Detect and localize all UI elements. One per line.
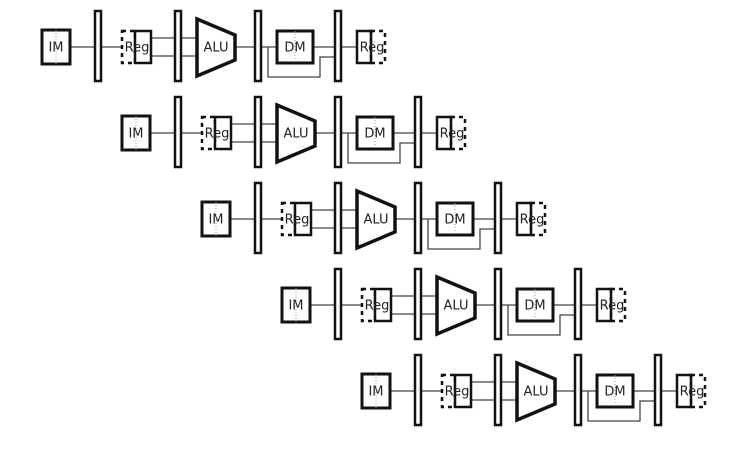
register-read-half bbox=[213, 115, 233, 151]
register-read-half bbox=[529, 201, 547, 237]
data-memory-label: DM bbox=[284, 41, 305, 56]
register-write-half bbox=[360, 287, 377, 323]
register-read-half bbox=[689, 373, 707, 409]
pipeline-register bbox=[573, 267, 583, 341]
pipeline-register bbox=[333, 181, 343, 255]
pipeline-register bbox=[413, 353, 423, 427]
pipeline-register bbox=[493, 267, 503, 341]
pipeline-register bbox=[493, 353, 503, 427]
data-memory-label: DM bbox=[524, 299, 545, 314]
register-file-label: Reg bbox=[125, 41, 150, 56]
register-file-label: Reg bbox=[600, 299, 625, 314]
alu-shape bbox=[275, 102, 317, 165]
instruction-memory-label: IM bbox=[48, 41, 63, 56]
pipeline-register bbox=[413, 95, 423, 169]
instruction-row: IM Reg ALU DM Reg bbox=[40, 9, 387, 83]
instruction-memory-label: IM bbox=[368, 385, 383, 400]
bypass-wire bbox=[347, 133, 418, 164]
data-memory-label: DM bbox=[364, 127, 385, 142]
bypass-wire bbox=[267, 47, 338, 78]
register-file-label: Reg bbox=[680, 385, 705, 400]
pipeline-register bbox=[493, 181, 503, 255]
bypass-wire bbox=[427, 219, 498, 250]
register-read-half bbox=[369, 29, 387, 65]
bypass-wire bbox=[507, 305, 578, 336]
instruction-row: IM Reg ALU DM Reg bbox=[120, 95, 467, 169]
alu-label: ALU bbox=[523, 385, 548, 400]
pipeline-register bbox=[253, 9, 263, 83]
alu-label: ALU bbox=[363, 213, 388, 228]
pipeline-register bbox=[653, 353, 663, 427]
pipeline-register bbox=[253, 95, 263, 169]
instruction-row: IM Reg ALU DM Reg bbox=[280, 267, 627, 341]
register-write-half bbox=[200, 115, 217, 151]
instruction-memory-label: IM bbox=[208, 213, 223, 228]
bypass-wire bbox=[587, 391, 658, 422]
register-file-label: Reg bbox=[445, 385, 470, 400]
pipeline-register bbox=[573, 353, 583, 427]
data-memory-label: DM bbox=[444, 213, 465, 228]
register-file-label: Reg bbox=[285, 213, 310, 228]
pipeline-register bbox=[413, 267, 423, 341]
instruction-memory-label: IM bbox=[128, 127, 143, 142]
alu-shape bbox=[355, 188, 397, 251]
register-read-half bbox=[453, 373, 473, 409]
pipeline-register bbox=[333, 9, 343, 83]
register-file-label: Reg bbox=[520, 213, 545, 228]
instruction-row: IM Reg ALU DM Reg bbox=[360, 353, 707, 427]
alu-shape bbox=[435, 274, 477, 337]
pipeline-register bbox=[253, 181, 263, 255]
instruction-memory-label: IM bbox=[288, 299, 303, 314]
pipeline-register bbox=[413, 181, 423, 255]
instruction-row: IM Reg ALU DM Reg bbox=[200, 181, 547, 255]
alu-shape bbox=[515, 360, 557, 423]
register-write-half bbox=[440, 373, 457, 409]
alu-shape bbox=[195, 16, 237, 79]
register-file-label: Reg bbox=[205, 127, 230, 142]
pipeline-register bbox=[173, 9, 183, 83]
pipeline-register bbox=[93, 9, 103, 83]
register-file-label: Reg bbox=[440, 127, 465, 142]
alu-label: ALU bbox=[203, 41, 228, 56]
register-read-half bbox=[373, 287, 393, 323]
alu-label: ALU bbox=[443, 299, 468, 314]
register-write-half bbox=[120, 29, 137, 65]
register-write-half bbox=[280, 201, 297, 237]
pipeline-register bbox=[173, 95, 183, 169]
register-read-half bbox=[609, 287, 627, 323]
data-memory-label: DM bbox=[604, 385, 625, 400]
pipeline-register bbox=[333, 95, 343, 169]
register-read-half bbox=[449, 115, 467, 151]
alu-label: ALU bbox=[283, 127, 308, 142]
pipeline-register bbox=[333, 267, 343, 341]
register-file-label: Reg bbox=[365, 299, 390, 314]
register-read-half bbox=[293, 201, 313, 237]
register-file-label: Reg bbox=[360, 41, 385, 56]
register-read-half bbox=[133, 29, 153, 65]
